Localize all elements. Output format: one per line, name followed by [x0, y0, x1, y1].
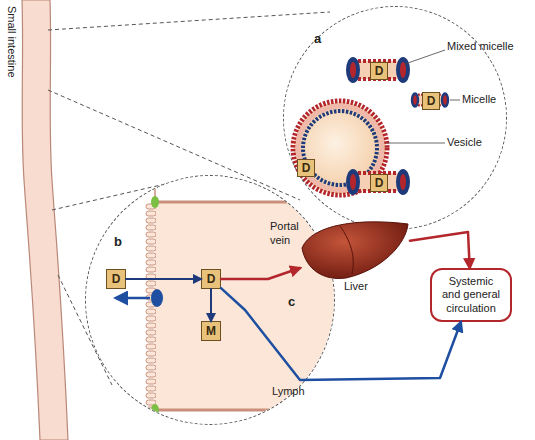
organ-label: Liver	[344, 280, 368, 292]
drug-box: D	[422, 92, 440, 110]
mixed-micelle	[346, 57, 410, 83]
drug-box: D	[106, 269, 126, 289]
node-text: D	[427, 94, 436, 108]
zoom-circle: aD D D D	[283, 6, 507, 230]
intestine-tube	[22, 0, 68, 440]
vesicle	[293, 101, 387, 195]
leader-line	[387, 143, 445, 144]
node-text: D	[302, 161, 311, 175]
part-label: Vesicle	[447, 136, 482, 150]
leader-line	[450, 100, 460, 101]
drug-box: D	[370, 62, 388, 80]
tight-junction	[151, 404, 159, 416]
liver-shape	[300, 218, 410, 280]
micelle	[411, 92, 449, 108]
enterocyte	[145, 180, 355, 430]
node-text: Systemic and general circulation	[438, 275, 504, 315]
tight-junction	[151, 196, 159, 208]
portal-arrow	[221, 268, 300, 279]
drug-box: D	[201, 269, 221, 289]
panel-letter: c	[288, 294, 295, 310]
liver-outline	[302, 222, 408, 279]
route-label: Lymph	[272, 384, 312, 398]
efflux-transporter	[151, 289, 163, 307]
node-text: D	[375, 64, 384, 78]
part-label: Micelle	[462, 93, 496, 107]
portal-arrow	[410, 232, 470, 268]
vesicle-outer-layer	[293, 101, 387, 195]
cell-membrane	[154, 410, 156, 430]
panel-letter: a	[314, 31, 321, 46]
metabolite-box: M	[201, 321, 221, 341]
panel-letter: b	[114, 234, 122, 249]
lymph-arrow	[221, 288, 461, 380]
cell-membrane	[155, 409, 350, 412]
leader-line	[405, 50, 445, 64]
liver-organ: Liver	[300, 218, 410, 280]
micelle-shape	[411, 92, 449, 108]
organ-label: Small intestine	[4, 6, 18, 78]
node-text: D	[375, 176, 384, 190]
drug-box: D	[297, 159, 315, 177]
node-text: M	[206, 324, 216, 338]
zoom-line	[48, 12, 330, 30]
node-text: D	[207, 272, 216, 286]
flow-arrow	[210, 289, 212, 321]
route-label: Portal vein	[270, 219, 310, 248]
circle-fill	[283, 6, 507, 230]
flow-arrow	[126, 278, 201, 280]
circulation-box: Systemic and general circulation	[430, 268, 512, 322]
cell-membrane	[155, 201, 350, 204]
efflux-arrow	[116, 297, 150, 300]
drug-box: D	[370, 174, 388, 192]
part-label: Mixed micelle	[447, 40, 514, 54]
node-text: D	[112, 272, 121, 286]
mixed-micelle	[346, 169, 410, 195]
liver-lobe-line	[340, 226, 353, 274]
